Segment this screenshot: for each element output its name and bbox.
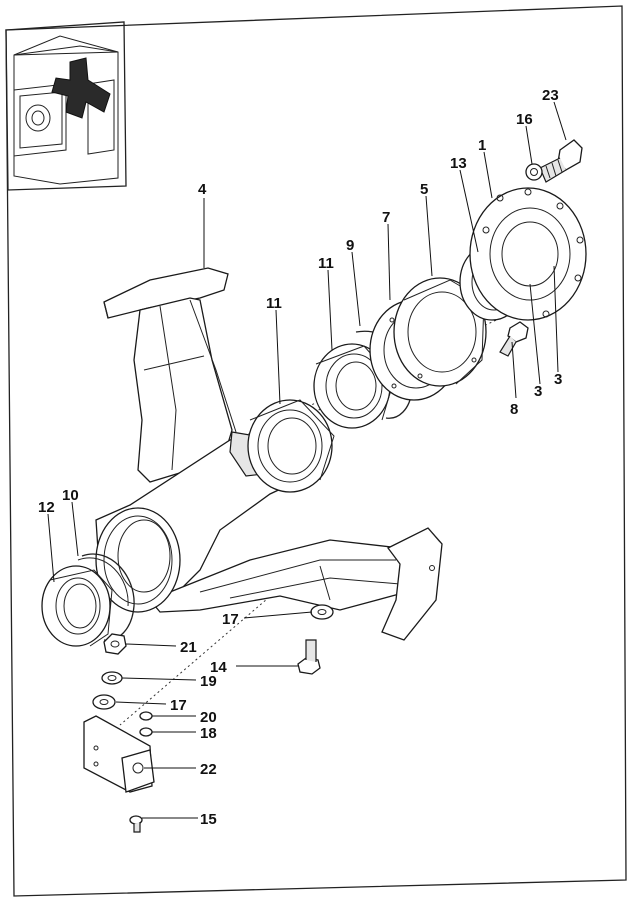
bolt-23 bbox=[539, 139, 583, 183]
callout-14: 14 bbox=[210, 659, 227, 676]
bearing-11-right bbox=[313, 343, 395, 429]
callout-19: 19 bbox=[200, 673, 217, 690]
bearing-11-left bbox=[247, 399, 335, 493]
leader-lines bbox=[47, 101, 567, 819]
washer-16 bbox=[525, 163, 543, 181]
screw-15 bbox=[129, 815, 143, 833]
callout-22: 22 bbox=[200, 761, 217, 778]
callout-8: 8 bbox=[510, 401, 518, 418]
callout-15: 15 bbox=[200, 811, 217, 828]
callout-5: 5 bbox=[420, 181, 428, 198]
bolt-8 bbox=[499, 321, 529, 357]
callout-21: 21 bbox=[180, 639, 197, 656]
sheet-border bbox=[5, 5, 627, 897]
callout-20: 20 bbox=[200, 709, 217, 726]
locator-inset bbox=[5, 21, 127, 191]
callout-4: 4 bbox=[198, 181, 207, 198]
callout-13: 13 bbox=[450, 155, 467, 172]
nut-21 bbox=[103, 633, 127, 655]
lock-washer-19 bbox=[101, 671, 123, 685]
nut-18 bbox=[139, 727, 153, 737]
bearing-housing-arm bbox=[95, 267, 443, 641]
callout-17-b: 17 bbox=[170, 697, 187, 714]
callout-11-b: 11 bbox=[266, 295, 282, 312]
screw-20 bbox=[139, 711, 153, 721]
callout-7: 7 bbox=[382, 209, 390, 226]
callout-1: 1 bbox=[478, 137, 486, 154]
callout-12: 12 bbox=[38, 499, 55, 516]
callout-17-a: 17 bbox=[222, 611, 239, 628]
callout-3-a: 3 bbox=[554, 371, 562, 388]
callout-10: 10 bbox=[62, 487, 79, 504]
seal-ring-12 bbox=[41, 565, 113, 647]
callout-23: 23 bbox=[542, 87, 559, 104]
callout-18: 18 bbox=[200, 725, 217, 742]
callout-16: 16 bbox=[516, 111, 533, 128]
callout-labels: 1 3 3 4 5 7 8 9 10 11 11 12 13 14 15 16 … bbox=[38, 87, 562, 828]
callout-9: 9 bbox=[346, 237, 354, 254]
cover-flange-1 bbox=[469, 187, 587, 321]
callout-3-b: 3 bbox=[534, 383, 542, 400]
bracket-22 bbox=[83, 715, 155, 793]
washer-17-left bbox=[92, 694, 116, 710]
washer-17-right bbox=[310, 604, 334, 620]
bolt-14 bbox=[297, 639, 321, 675]
callout-11-a: 11 bbox=[318, 255, 334, 272]
